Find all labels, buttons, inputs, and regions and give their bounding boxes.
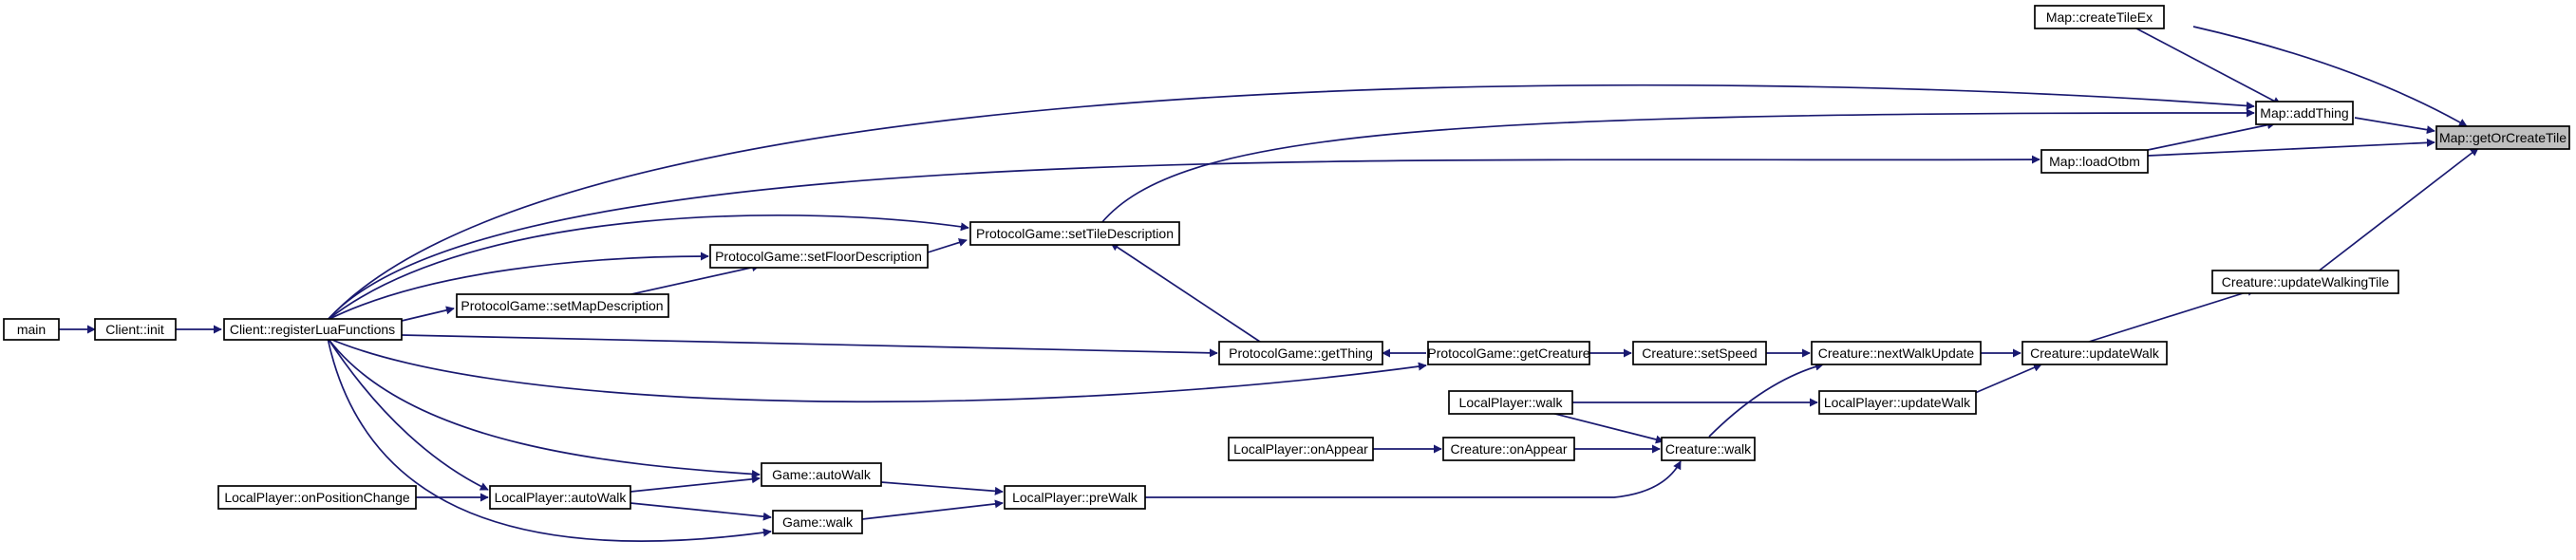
node-lp-update-walk[interactable]: LocalPlayer::updateWalk — [1818, 390, 1977, 415]
node-lp-walk-label: LocalPlayer::walk — [1459, 395, 1564, 410]
edge-lp-auto-walk-to-game-auto-walk — [630, 475, 761, 493]
node-map-create-tile-ex-label: Map::createTileEx — [2046, 9, 2153, 25]
edge-map-add-thing-to-get-or-create-tile — [2354, 117, 2435, 135]
node-register-lua-functions-label: Client::registerLuaFunctions — [230, 322, 395, 337]
edge-set-floor-desc-to-set-tile-desc — [927, 238, 968, 253]
node-lp-pre-walk[interactable]: LocalPlayer::preWalk — [1004, 485, 1146, 510]
node-creature-walk[interactable]: Creature::walk — [1661, 437, 1756, 461]
node-map-create-tile-ex[interactable]: Map::createTileEx — [2034, 5, 2165, 29]
edge-register-lua-to-set-tile-desc — [327, 215, 969, 321]
node-main[interactable]: main — [3, 318, 60, 341]
node-game-walk-label: Game::walk — [782, 514, 854, 530]
node-creature-update-walking-tile[interactable]: Creature::updateWalkingTile — [2211, 270, 2399, 294]
node-lp-auto-walk-label: LocalPlayer::autoWalk — [495, 490, 628, 505]
node-game-auto-walk-label: Game::autoWalk — [772, 467, 872, 482]
node-map-add-thing-label: Map::addThing — [2260, 105, 2348, 121]
edge-lp-auto-walk-to-game-walk — [630, 502, 772, 521]
node-creature-update-walk-label: Creature::updateWalk — [2030, 345, 2160, 361]
node-pg-get-thing-label: ProtocolGame::getThing — [1229, 345, 1373, 361]
node-pg-get-thing[interactable]: ProtocolGame::getThing — [1218, 341, 1383, 365]
edge-register-lua-to-lp-auto-walk — [327, 337, 489, 491]
edge-lp-update-walk-to-update-walk — [1974, 364, 2042, 394]
edge-load-otbm-to-map-add-thing — [2147, 121, 2276, 151]
edge-create-tile-ex-to-map-add-thing — [2135, 28, 2282, 105]
node-client-init-label: Client::init — [105, 322, 164, 337]
edge-register-lua-to-get-creature — [327, 337, 1427, 403]
edge-lp-walk-to-creature-walk — [1547, 411, 1664, 444]
node-pg-get-creature[interactable]: ProtocolGame::getCreature — [1427, 341, 1590, 365]
node-map-load-otbm[interactable]: Map::loadOtbm — [2040, 149, 2149, 174]
edge-update-walking-tile-to-get-or-create-tile — [2316, 147, 2479, 273]
node-register-lua-functions[interactable]: Client::registerLuaFunctions — [223, 318, 403, 341]
node-game-walk[interactable]: Game::walk — [772, 510, 863, 534]
node-client-init[interactable]: Client::init — [94, 318, 177, 341]
node-lp-on-appear[interactable]: LocalPlayer::onAppear — [1228, 437, 1374, 461]
edge-register-lua-to-get-thing — [401, 334, 1218, 358]
node-lp-on-position-change[interactable]: LocalPlayer::onPositionChange — [217, 485, 417, 510]
edge-lp-pre-walk-to-creature-walk — [1145, 460, 1682, 498]
edge-set-tile-desc-to-map-add-thing — [1100, 108, 2255, 224]
edge-register-lua-to-set-floor-desc — [327, 252, 709, 321]
edges — [59, 26, 2479, 542]
node-creature-set-speed-label: Creature::setSpeed — [1642, 345, 1757, 361]
node-creature-next-walk-update[interactable]: Creature::nextWalkUpdate — [1811, 341, 1982, 365]
node-lp-on-appear-label: LocalPlayer::onAppear — [1233, 441, 1368, 457]
edge-register-lua-to-map-add-thing — [327, 84, 2255, 321]
node-lp-on-position-change-label: LocalPlayer::onPositionChange — [224, 490, 410, 505]
node-pg-set-map-description[interactable]: ProtocolGame::setMapDescription — [456, 293, 669, 318]
node-creature-on-appear-label: Creature::onAppear — [1451, 441, 1568, 457]
node-creature-set-speed[interactable]: Creature::setSpeed — [1632, 341, 1767, 365]
edge-create-tile-ex-to-get-or-create-tile — [2192, 26, 2468, 127]
node-map-add-thing[interactable]: Map::addThing — [2255, 101, 2354, 125]
node-creature-next-walk-update-label: Creature::nextWalkUpdate — [1818, 345, 1975, 361]
edge-game-auto-walk-to-lp-pre-walk — [880, 481, 1004, 495]
node-lp-pre-walk-label: LocalPlayer::preWalk — [1012, 490, 1138, 505]
edge-game-walk-to-lp-pre-walk — [861, 499, 1004, 520]
edge-register-lua-to-map-load-otbm — [327, 155, 2040, 321]
edge-load-otbm-to-get-or-create-tile — [2147, 138, 2435, 157]
node-creature-walk-label: Creature::walk — [1665, 441, 1752, 457]
node-lp-auto-walk[interactable]: LocalPlayer::autoWalk — [489, 485, 631, 510]
node-game-auto-walk[interactable]: Game::autoWalk — [761, 462, 882, 487]
edge-register-lua-to-set-map-desc — [401, 306, 455, 322]
node-pg-set-floor-description[interactable]: ProtocolGame::setFloorDescription — [709, 244, 929, 269]
node-main-label: main — [17, 322, 46, 337]
node-pg-get-creature-label: ProtocolGame::getCreature — [1427, 345, 1589, 361]
node-pg-set-map-description-label: ProtocolGame::setMapDescription — [461, 298, 663, 313]
node-creature-update-walk[interactable]: Creature::updateWalk — [2021, 341, 2168, 365]
node-pg-set-tile-description-label: ProtocolGame::setTileDescription — [976, 226, 1174, 241]
node-creature-update-walking-tile-label: Creature::updateWalkingTile — [2222, 274, 2390, 289]
edge-register-lua-to-game-auto-walk — [327, 337, 761, 478]
node-pg-set-tile-description[interactable]: ProtocolGame::setTileDescription — [969, 221, 1180, 246]
edge-creature-walk-to-next-walk-update — [1708, 362, 1824, 438]
node-map-load-otbm-label: Map::loadOtbm — [2049, 154, 2140, 169]
node-lp-walk[interactable]: LocalPlayer::walk — [1448, 390, 1573, 415]
edge-register-lua-to-game-walk — [327, 337, 772, 542]
node-creature-on-appear[interactable]: Creature::onAppear — [1442, 437, 1575, 461]
edge-update-walk-to-update-walking-tile — [2088, 288, 2256, 343]
node-map-get-or-create-tile-label: Map::getOrCreateTile — [2439, 130, 2567, 145]
node-pg-set-floor-description-label: ProtocolGame::setFloorDescription — [715, 249, 922, 264]
node-map-get-or-create-tile[interactable]: Map::getOrCreateTile — [2435, 125, 2570, 150]
edge-get-thing-to-set-tile-desc — [1110, 242, 1264, 345]
node-lp-update-walk-label: LocalPlayer::updateWalk — [1824, 395, 1971, 410]
